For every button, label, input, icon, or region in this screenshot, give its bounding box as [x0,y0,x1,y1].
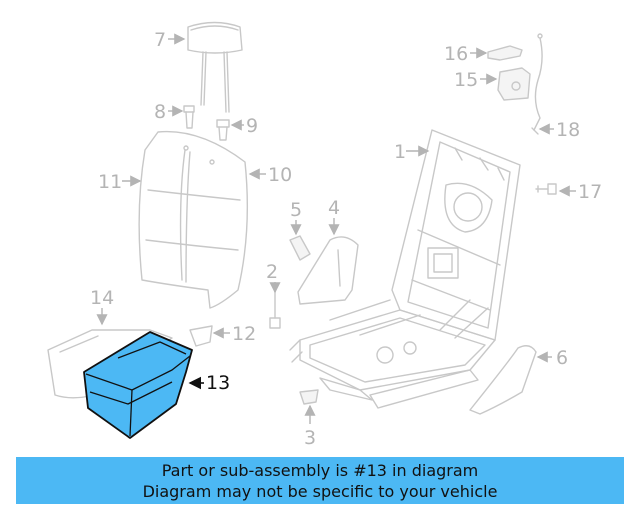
svg-text:1: 1 [394,141,406,163]
latch-part-15 [497,67,531,101]
callout-2[interactable]: 2 [266,261,281,294]
parts-diagram: 1 2 3 4 5 6 7 8 9 10 11 12 [47,21,602,449]
callout-3[interactable]: 3 [304,404,316,449]
headrest-guide-part-9 [216,119,230,141]
bolt-part-2 [269,289,281,329]
svg-text:14: 14 [90,287,114,309]
callout-13[interactable]: 13 [188,372,230,394]
svg-text:12: 12 [232,323,256,345]
clip-part-3 [299,389,319,405]
info-banner: Part or sub-assembly is #13 in diagram D… [16,457,624,504]
svg-text:18: 18 [556,119,580,141]
bracket-part-12 [189,325,213,347]
svg-text:7: 7 [154,29,166,51]
callout-15[interactable]: 15 [454,69,498,91]
callout-4[interactable]: 4 [328,197,340,236]
svg-text:4: 4 [328,197,340,219]
svg-text:16: 16 [444,43,468,65]
callout-6[interactable]: 6 [536,347,568,369]
callout-12[interactable]: 12 [212,323,256,345]
callout-8[interactable]: 8 [154,101,184,123]
side-trim-part-6 [469,345,537,415]
svg-text:3: 3 [304,427,316,449]
svg-text:9: 9 [246,115,258,137]
callout-18[interactable]: 18 [538,119,580,141]
svg-text:11: 11 [98,171,122,193]
latch-handle-part-16 [487,45,523,61]
seat-back-cushion [138,130,249,309]
callout-17[interactable]: 17 [558,181,602,203]
seat-cushion-part-13 [83,331,193,439]
trim-cover-part-4 [297,236,359,305]
callout-10[interactable]: 10 [248,164,292,186]
banner-line-1: Part or sub-assembly is #13 in diagram [161,460,479,480]
bolt-part-17 [535,183,557,195]
headrest-guide-part-8 [183,105,195,129]
banner-line-2: Diagram may not be specific to your vehi… [142,481,498,501]
svg-text:17: 17 [578,181,602,203]
callout-9[interactable]: 9 [230,115,258,137]
callout-11[interactable]: 11 [98,171,142,193]
callout-1[interactable]: 1 [394,141,430,163]
svg-text:2: 2 [266,261,278,283]
svg-text:10: 10 [268,164,292,186]
svg-text:6: 6 [556,347,568,369]
headrest-part [187,21,243,113]
clip-part-5 [289,235,311,261]
callout-16[interactable]: 16 [444,43,488,65]
svg-text:5: 5 [290,199,302,221]
release-cable-part-18 [531,33,543,135]
callout-5[interactable]: 5 [290,199,302,236]
svg-text:13: 13 [206,372,230,394]
seat-frame [289,129,521,409]
svg-text:15: 15 [454,69,478,91]
callout-7[interactable]: 7 [154,29,186,51]
svg-text:8: 8 [154,101,166,123]
callout-14[interactable]: 14 [90,287,114,326]
seat-cover-part-14 [47,329,173,399]
